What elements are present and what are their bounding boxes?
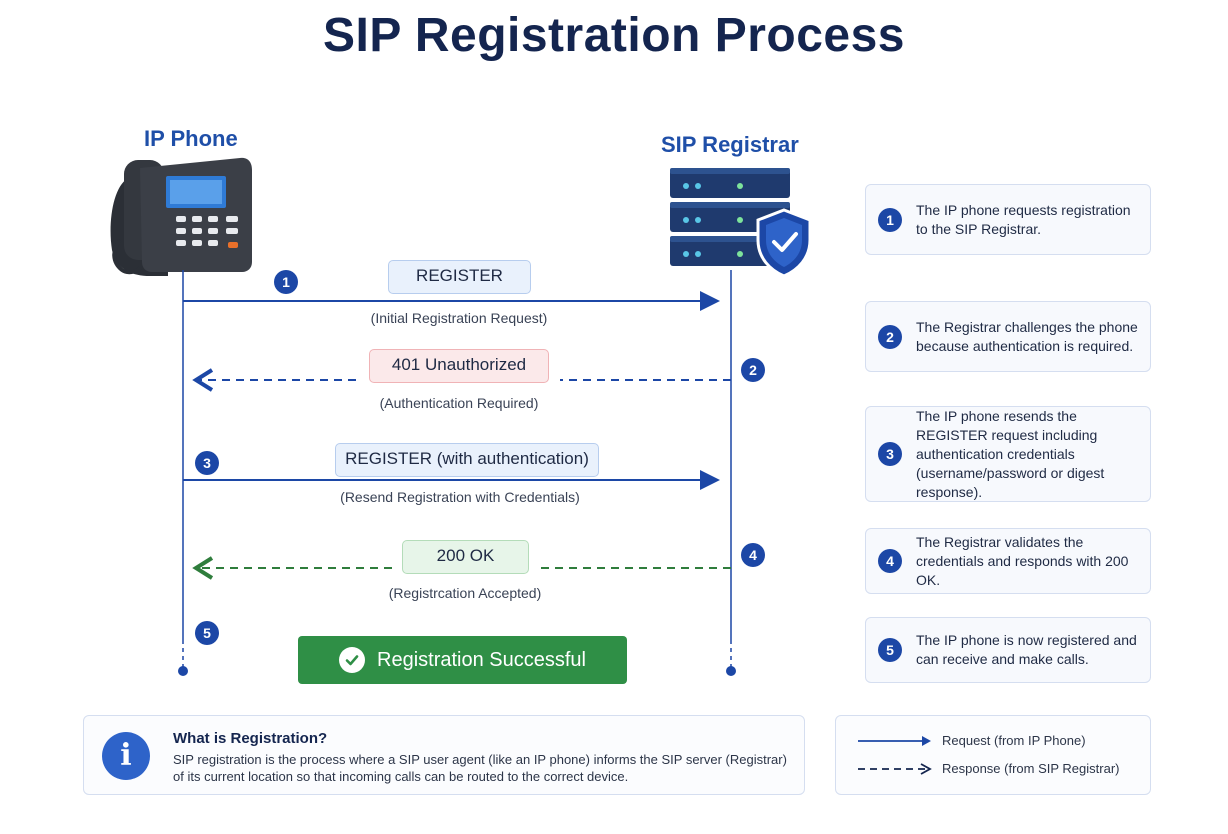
msg-register-auth: REGISTER (with authentication) [335,443,599,477]
phone-lifeline-end [178,666,188,676]
caption-register: (Initial Registration Request) [370,310,548,326]
step-card-3: 3 The IP phone resends the REGISTER requ… [865,406,1151,502]
step-card-2: 2 The Registrar challenges the phone bec… [865,301,1151,372]
legend-request: Request (from IP Phone) [856,733,1086,748]
legend-request-label: Request (from IP Phone) [942,733,1086,748]
caption-register-auth: (Resend Registration with Credentials) [340,489,580,505]
msg-401: 401 Unauthorized [369,349,549,383]
step-card-text-3: The IP phone resends the REGISTER reques… [916,407,1105,500]
step-badge-3: 3 [195,451,219,475]
step-badge-4: 4 [741,543,765,567]
actor-label-registrar: SIP Registrar [661,132,799,157]
step-card-text-1: The IP phone requests registration to th… [916,201,1131,237]
page-title: SIP Registration Process [323,9,905,62]
step-card-4: 4 The Registrar validates the credential… [865,528,1151,594]
step-card-text-4: The Registrar validates the credentials … [916,533,1129,588]
legend-response-label: Response (from SIP Registrar) [942,761,1120,776]
step-card-text-2: The Registrar challenges the phone becau… [916,318,1138,354]
step-card-badge-3: 3 [878,442,902,466]
ip-phone-icon [110,157,252,276]
server-icon [670,168,790,266]
caption-401: (Authentication Required) [379,395,539,411]
legend: Request (from IP Phone) Response (from S… [835,715,1151,795]
legend-response: Response (from SIP Registrar) [856,761,1120,776]
check-icon [339,647,365,673]
msg-register: REGISTER [388,260,531,294]
info-title: What is Registration? [173,730,328,747]
legend-dashed-arrow [858,762,932,775]
registrar-lifeline-end [726,666,736,676]
step-card-badge-1: 1 [878,207,902,232]
caption-200-ok: (Registrcation Accepted) [388,585,542,601]
info-icon: i [102,732,150,780]
step-card-1: 1 The IP phone requests registration to … [865,184,1151,255]
step-card-text-5: The IP phone is now registered and can r… [916,632,1137,667]
step-card-badge-2: 2 [878,324,902,349]
legend-solid-arrow [858,735,931,746]
info-text: SIP registration is the process where a … [173,752,787,784]
info-box: i What is Registration? SIP registration… [83,715,805,795]
step-badge-2: 2 [741,358,765,382]
shield-icon [756,208,812,278]
step-card-badge-4: 4 [878,549,902,573]
step-card-badge-5: 5 [878,638,902,662]
step-badge-1: 1 [274,270,298,294]
step-card-5: 5 The IP phone is now registered and can… [865,617,1151,683]
step-badge-5: 5 [195,621,219,645]
success-label: Registration Successful [377,648,586,671]
msg-200-ok: 200 OK [402,540,529,574]
registration-success-banner: Registration Successful [298,636,627,684]
actor-label-phone: IP Phone [144,126,238,151]
